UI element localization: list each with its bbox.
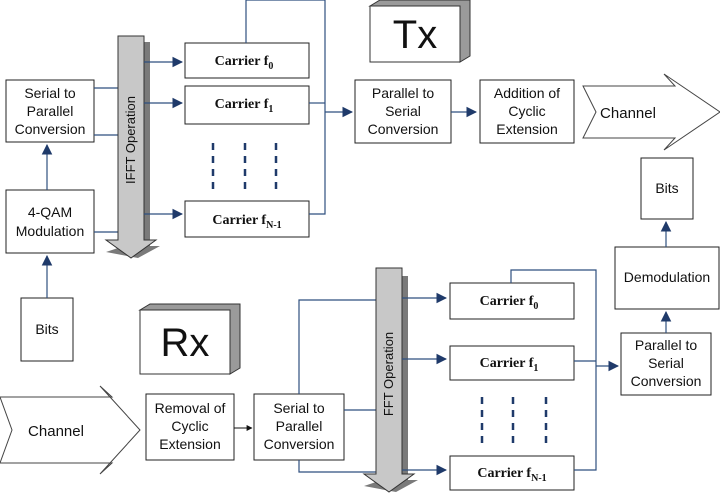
- tx-s2p-line-2: Parallel: [27, 103, 74, 119]
- rx-bits-box: [640, 157, 694, 220]
- rx-carrier-1-box: [449, 345, 575, 381]
- tx-p2s-line-1: Parallel to: [372, 85, 434, 101]
- cp-remove-line-1: Removal of: [155, 400, 226, 416]
- rx-s2p-line-3: Conversion: [264, 436, 335, 452]
- rx-carrier-0-label: Carrier f0: [480, 294, 539, 312]
- tx-p2s-line-2: Serial: [385, 103, 421, 119]
- rx-s2p-line-1: Serial to: [273, 400, 325, 416]
- cp-remove-line-2: Cyclic: [171, 418, 208, 434]
- ifft-operation-bar: IFFT Operation: [104, 35, 160, 259]
- tx-carrier-n-label: Carrier fN-1: [212, 213, 281, 231]
- rx-p2s-line-2: Serial: [648, 355, 684, 371]
- rx-parallel-to-serial-box: [620, 332, 712, 396]
- qam-line-1: 4-QAM: [28, 204, 72, 220]
- rx-p2s-line-1: Parallel to: [635, 337, 697, 353]
- rx-label-block: Rx: [138, 303, 241, 375]
- rx-carrier-n-label: Carrier fN-1: [477, 466, 546, 484]
- tx-carrier-0-out: [245, 0, 326, 112]
- qam-line-2: Modulation: [16, 223, 85, 239]
- tx-serial-to-parallel-box: [5, 79, 95, 143]
- tx-parallel-to-serial-box: [354, 79, 452, 144]
- tx-carrier-n-out: [309, 112, 326, 215]
- tx-carrier-0-box: [184, 42, 310, 79]
- fft-label: FFT Operation: [381, 332, 396, 416]
- rx-carrier-n-box: [449, 455, 575, 491]
- cp-add-line-3: Extension: [496, 121, 557, 137]
- tx-s2p-line-3: Conversion: [15, 121, 86, 137]
- rx-carrier-n-out: [574, 366, 597, 471]
- tx-label: Tx: [393, 13, 437, 57]
- fft-operation-bar: FFT Operation: [362, 267, 418, 493]
- rx-s2p-line-2: Parallel: [276, 418, 323, 434]
- ifft-label: IFFT Operation: [123, 96, 138, 184]
- tx-bits-box: [20, 297, 74, 362]
- demodulation-label: Demodulation: [624, 269, 710, 285]
- tx-channel-arrow: Channel: [582, 73, 720, 151]
- tx-channel-label: Channel: [600, 105, 656, 122]
- rx-bits-text: Bits: [655, 180, 678, 196]
- rx-p2s-line-3: Conversion: [631, 373, 702, 389]
- rx-carrier-1-label: Carrier f1: [480, 356, 539, 374]
- rx-label: Rx: [161, 321, 210, 365]
- tx-carrier-1-label: Carrier f1: [215, 97, 274, 115]
- cyclic-extension-removal-box: [145, 393, 235, 461]
- tx-bits-text: Bits: [35, 321, 58, 337]
- demodulation-box: [614, 246, 720, 310]
- tx-p2s-line-3: Conversion: [368, 121, 439, 137]
- cp-add-line-2: Cyclic: [508, 103, 545, 119]
- rx-carrier-0-box: [449, 282, 575, 320]
- cp-remove-line-3: Extension: [159, 436, 220, 452]
- rx-s2p-out-3: [298, 460, 376, 473]
- tx-carrier-1-box: [184, 85, 310, 125]
- tx-label-block: Tx: [368, 0, 471, 63]
- rx-s2p-out-1: [298, 299, 376, 394]
- qam-modulation-box: [5, 189, 95, 254]
- rx-channel-label: Channel: [28, 423, 84, 440]
- rx-carrier-0-out: [510, 269, 597, 366]
- rx-channel-arrow: Channel: [0, 385, 141, 475]
- cyclic-extension-add-box: [479, 79, 575, 144]
- tx-s2p-line-1: Serial to: [24, 85, 76, 101]
- tx-carrier-0-label: Carrier f0: [215, 54, 274, 72]
- tx-carrier-n-box: [184, 200, 310, 238]
- cp-add-line-1: Addition of: [494, 85, 560, 101]
